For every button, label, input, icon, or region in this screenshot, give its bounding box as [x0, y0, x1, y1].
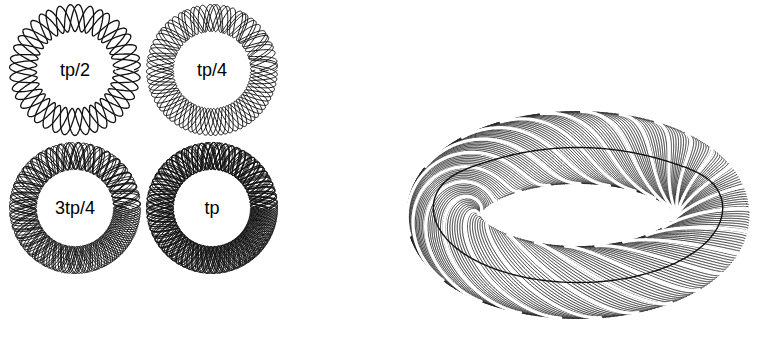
field-line — [147, 144, 277, 274]
field-line — [147, 143, 277, 273]
torus-outline — [433, 148, 722, 283]
torus-strand — [748, 212, 749, 213]
torus-strand — [733, 187, 743, 189]
torus-strand — [535, 242, 671, 304]
field-line — [10, 144, 140, 273]
field-line — [148, 143, 277, 273]
torus-strand — [740, 194, 746, 196]
field-line — [147, 144, 277, 274]
torus-strand — [457, 206, 546, 317]
field-line — [147, 6, 277, 135]
field-line — [148, 143, 278, 273]
torus-strand — [462, 128, 609, 186]
torus-strand — [744, 199, 747, 200]
torus-strand — [677, 133, 691, 214]
torus-strand — [706, 166, 731, 184]
field-line — [147, 144, 277, 273]
time-label: 3tp/4 — [55, 199, 95, 217]
torus-strand — [742, 196, 746, 197]
torus-strand — [727, 182, 741, 187]
field-line — [10, 144, 140, 274]
torus-strand — [673, 189, 733, 220]
torus-strand — [738, 192, 745, 193]
torus-strand — [747, 204, 749, 205]
field-line — [10, 5, 140, 135]
field-line — [11, 144, 141, 274]
field-line — [10, 144, 140, 273]
torus-strand — [733, 187, 743, 190]
field-line — [147, 144, 277, 273]
time-label: tp/4 — [197, 61, 227, 79]
field-line — [148, 143, 277, 273]
torus-strand — [556, 112, 661, 201]
field-line — [147, 5, 276, 135]
field-line — [11, 5, 141, 135]
torus-strand — [541, 113, 655, 198]
torus-strand — [455, 204, 541, 316]
torus-strand — [413, 167, 520, 281]
field-line — [147, 5, 277, 135]
torus-strand — [647, 227, 747, 235]
field-line-rings — [10, 5, 278, 274]
torus-strand — [624, 240, 738, 254]
torus-strand — [426, 182, 496, 302]
torus-strand — [444, 197, 521, 313]
torus-strand — [748, 209, 749, 210]
field-line — [147, 143, 277, 273]
time-label: tp/2 — [60, 61, 90, 79]
torus-strand — [620, 115, 675, 213]
time-label: tp — [204, 199, 219, 217]
torus-strand — [581, 112, 668, 207]
torus-strand — [677, 184, 706, 215]
torus-strand — [623, 115, 675, 212]
torus-strand — [747, 207, 751, 211]
torus-strand — [745, 201, 747, 202]
torus-strand — [565, 246, 699, 290]
torus-illustration — [407, 112, 749, 319]
